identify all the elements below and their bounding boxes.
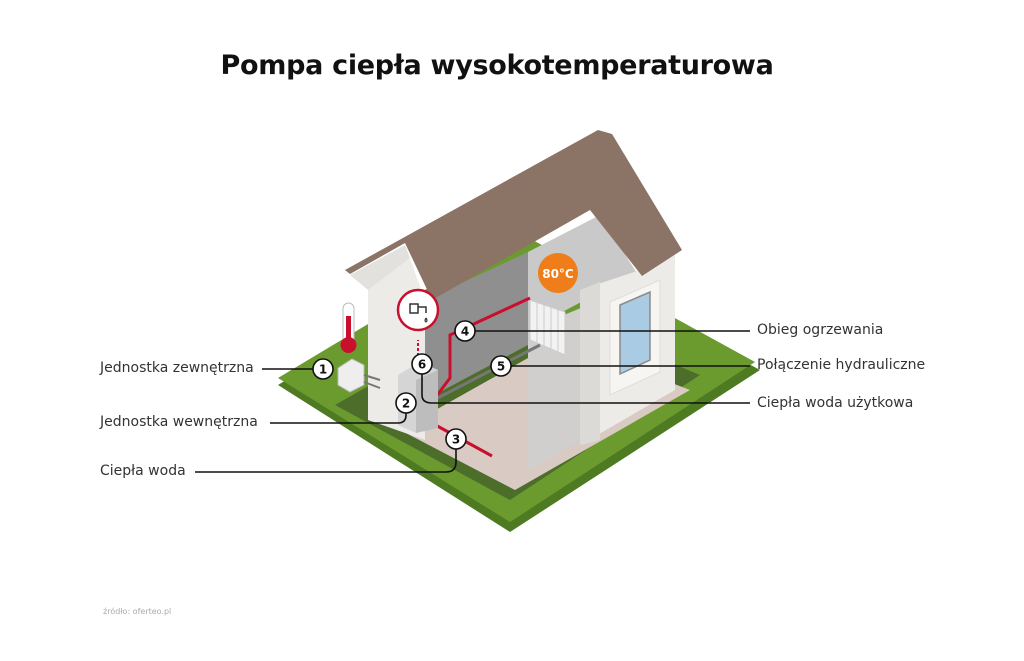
label-outdoor-unit: Jednostka zewnętrzna <box>100 360 254 376</box>
label-hydraulic-connection: Połączenie hydrauliczne <box>757 357 926 373</box>
window-glass <box>619 290 651 376</box>
outdoor-unit <box>337 358 381 393</box>
marker-1: 1 <box>312 358 334 380</box>
water-tap-icon <box>396 288 440 332</box>
label-domestic-hot-water: Ciepła woda użytkowa <box>757 395 914 411</box>
marker-3: 3 <box>445 428 467 450</box>
svg-text:5: 5 <box>497 360 505 374</box>
label-indoor-unit: Jednostka wewnętrzna <box>100 414 258 430</box>
page-title: Pompa ciepła wysokotemperaturowa <box>220 50 774 81</box>
temperature-badge: 80°C <box>538 253 578 293</box>
svg-text:6: 6 <box>418 358 426 372</box>
svg-text:4: 4 <box>461 325 469 339</box>
source-credit: źródło: oferteo.pl <box>103 607 172 616</box>
label-heating-circuit: Obieg ogrzewania <box>757 322 884 338</box>
marker-4: 4 <box>454 320 476 342</box>
gable-wall <box>528 215 640 330</box>
svg-text:1: 1 <box>319 363 327 377</box>
temperature-badge-text: 80°C <box>542 267 574 281</box>
svg-text:2: 2 <box>402 397 410 411</box>
svg-text:3: 3 <box>452 433 460 447</box>
hydraulic-pipe <box>427 343 541 405</box>
marker-2: 2 <box>395 392 417 414</box>
label-hot-water: Ciepła woda <box>100 463 186 479</box>
roof <box>345 130 682 300</box>
marker-5: 5 <box>490 355 512 377</box>
marker-6: 6 <box>411 353 433 375</box>
thermometer-icon <box>340 302 357 353</box>
leader-lines <box>195 330 750 473</box>
heating-pipe <box>433 296 531 399</box>
